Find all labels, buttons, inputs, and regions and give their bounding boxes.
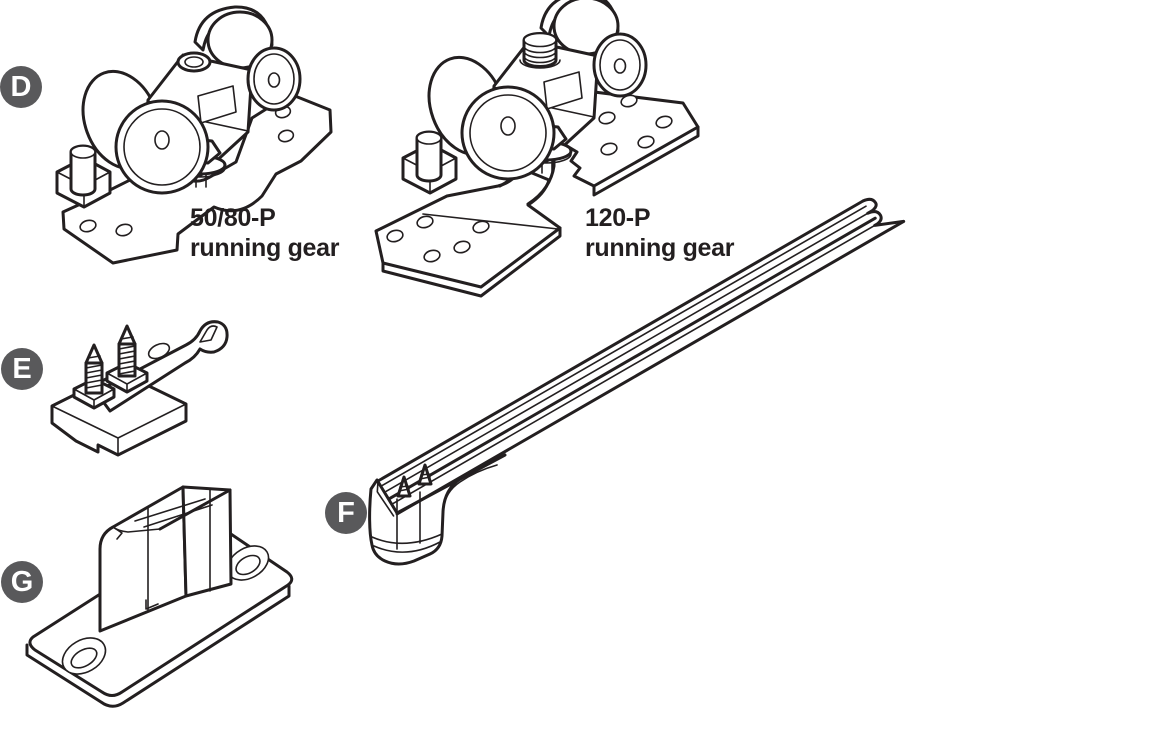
suspension-screw-left [84, 343, 104, 395]
hook-slot [199, 325, 218, 343]
guide-fin [98, 485, 233, 633]
label-badge-d: D [0, 66, 42, 108]
adjustment-screw [519, 32, 561, 69]
caption-120-p-line1: 120-P [585, 204, 651, 232]
mounting-plate [374, 166, 562, 289]
rail-fixing-screws [396, 463, 433, 498]
caption-50-80-p-line2: running gear [190, 234, 340, 262]
track-rail-illustration [368, 197, 906, 566]
label-badge-f: F [325, 492, 367, 534]
running-gear-50-80-p-illustration [55, 5, 333, 265]
suspension-bracket-illustration [50, 320, 229, 457]
caption-50-80-p-line1: 50/80-P [190, 204, 276, 232]
running-gear-120-p-illustration [374, 0, 700, 298]
caption-50-80-p: 50/80-P running gear [190, 203, 339, 263]
floor-guide-illustration [25, 485, 294, 708]
label-badge-e: E [1, 348, 43, 390]
base-slot-left [61, 637, 107, 675]
suspension-screw-right [117, 324, 137, 378]
base-slot-right [226, 545, 270, 581]
label-badge-g: G [1, 561, 43, 603]
caption-120-p-line2: running gear [585, 234, 735, 262]
caption-120-p: 120-P running gear [585, 203, 734, 263]
rail-profile [376, 197, 906, 517]
